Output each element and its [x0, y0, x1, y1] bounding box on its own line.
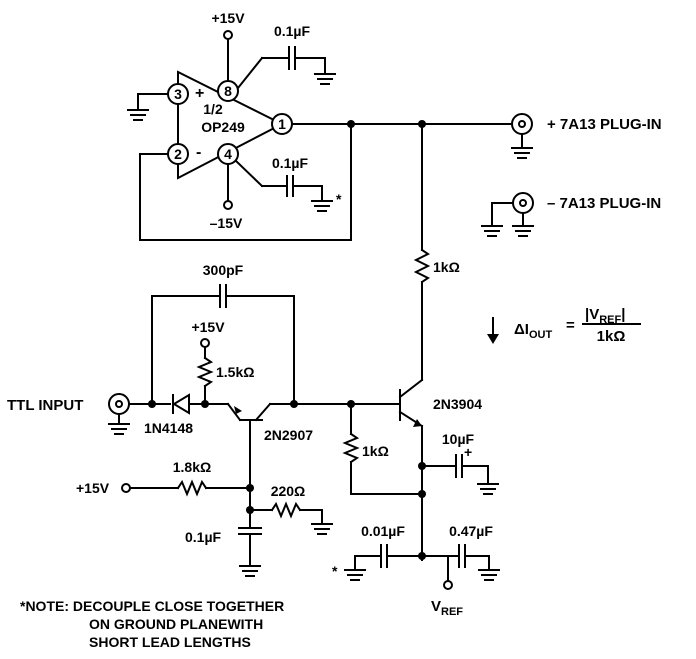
op-amp-pin-8-label: 8	[224, 83, 232, 99]
ground-symbol-047uf	[478, 569, 500, 581]
plus-plugin-connector	[511, 113, 533, 159]
asterisk-mid: *	[336, 191, 342, 207]
note-line3: SHORT LEAD LENGTHS	[89, 634, 251, 650]
op-amp-name-line2: OP249	[201, 119, 245, 135]
supply-label-input: +15V	[76, 480, 110, 496]
transistor-q1-label: 2N2907	[264, 427, 313, 443]
supply-label-neg: –15V	[210, 215, 243, 231]
diode-1n4148	[172, 393, 190, 415]
supply-terminal-top	[223, 30, 233, 40]
resistor-220	[270, 501, 302, 519]
junction-q1-emitter	[246, 484, 254, 492]
resistor-input	[176, 479, 208, 497]
cap-047uf-label: 0.47µF	[449, 523, 493, 539]
junction-q1-collector	[290, 400, 298, 408]
minus-plugin-connector	[481, 192, 534, 237]
op-amp-pin-4-label: 4	[224, 146, 232, 162]
ground-symbol-220	[311, 523, 333, 535]
equation-equals: =	[566, 317, 575, 334]
cap-001uf-label: 0.01µF	[361, 523, 405, 539]
ground-symbol-pin3	[127, 109, 149, 121]
wire-pin8-cap	[236, 56, 264, 90]
cap-mid-label: 0.1µF	[272, 155, 309, 171]
junction-output-1	[347, 120, 355, 128]
diode-label: 1N4148	[144, 420, 193, 436]
resistor-emitter	[342, 432, 360, 464]
vref-label: VREF	[431, 598, 463, 618]
ground-symbol-cap-top	[314, 73, 336, 85]
transistor-q2-label: 2N3904	[433, 396, 482, 412]
supply-label-pullup: +15V	[191, 319, 225, 335]
resistor-collector-label: 1kΩ	[433, 259, 460, 275]
op-amp-pin-1-label: 1	[278, 116, 286, 132]
supply-terminal-input	[121, 483, 131, 493]
ttl-input-connector	[108, 393, 130, 435]
resistor-pullup-label: 1.5kΩ	[216, 364, 254, 380]
transistor-q2	[398, 378, 424, 428]
plus-plugin-label: + 7A13 PLUG-IN	[547, 116, 662, 133]
transistor-q1	[226, 402, 295, 481]
vref-terminal	[443, 580, 453, 590]
equation-lhs: ΔIOUT	[514, 321, 552, 341]
equation-denominator: 1kΩ	[597, 328, 626, 345]
resistor-collector	[413, 248, 431, 284]
ground-symbol-001uf	[344, 569, 366, 581]
note-line1: *NOTE: DECOUPLE CLOSE TOGETHER	[20, 598, 284, 614]
resistor-emitter-label: 1kΩ	[362, 443, 389, 459]
asterisk-bottom: *	[332, 563, 338, 579]
junction-emitter-res	[418, 490, 426, 498]
supply-terminal-pullup	[200, 338, 210, 348]
junction-ttl	[148, 400, 156, 408]
op-amp-minus-sign: -	[196, 144, 201, 161]
op-amp-name-line1: 1/2	[203, 101, 223, 117]
ground-symbol-cap-mid	[311, 200, 333, 212]
delta-iout-equation	[487, 317, 499, 344]
cap-top-label: 0.1µF	[274, 23, 311, 39]
resistor-220-label: 220Ω	[271, 483, 306, 499]
op-amp-plus-sign: +	[195, 85, 204, 102]
op-amp-pin-3-label: 3	[174, 86, 182, 102]
cap-10uf-label: 10µF	[442, 431, 475, 447]
cap-300pf-label: 300pF	[203, 262, 244, 278]
wire-pin4-cap	[234, 159, 264, 188]
op-amp-pin-2-label: 2	[174, 146, 182, 162]
supply-label-top: +15V	[211, 10, 245, 26]
resistor-pullup	[196, 356, 214, 388]
ground-symbol-10uf	[477, 483, 499, 495]
cap-10uf-plus: +	[464, 444, 472, 460]
ttl-input-label: TTL INPUT	[7, 397, 83, 414]
supply-terminal-neg	[223, 200, 233, 210]
resistor-input-label: 1.8kΩ	[173, 459, 211, 475]
note-line2: ON GROUND PLANEWITH	[89, 616, 263, 632]
ground-symbol-cap-left	[239, 565, 261, 577]
cap-left-label: 0.1µF	[185, 529, 222, 545]
minus-plugin-label: – 7A13 PLUG-IN	[547, 195, 661, 212]
